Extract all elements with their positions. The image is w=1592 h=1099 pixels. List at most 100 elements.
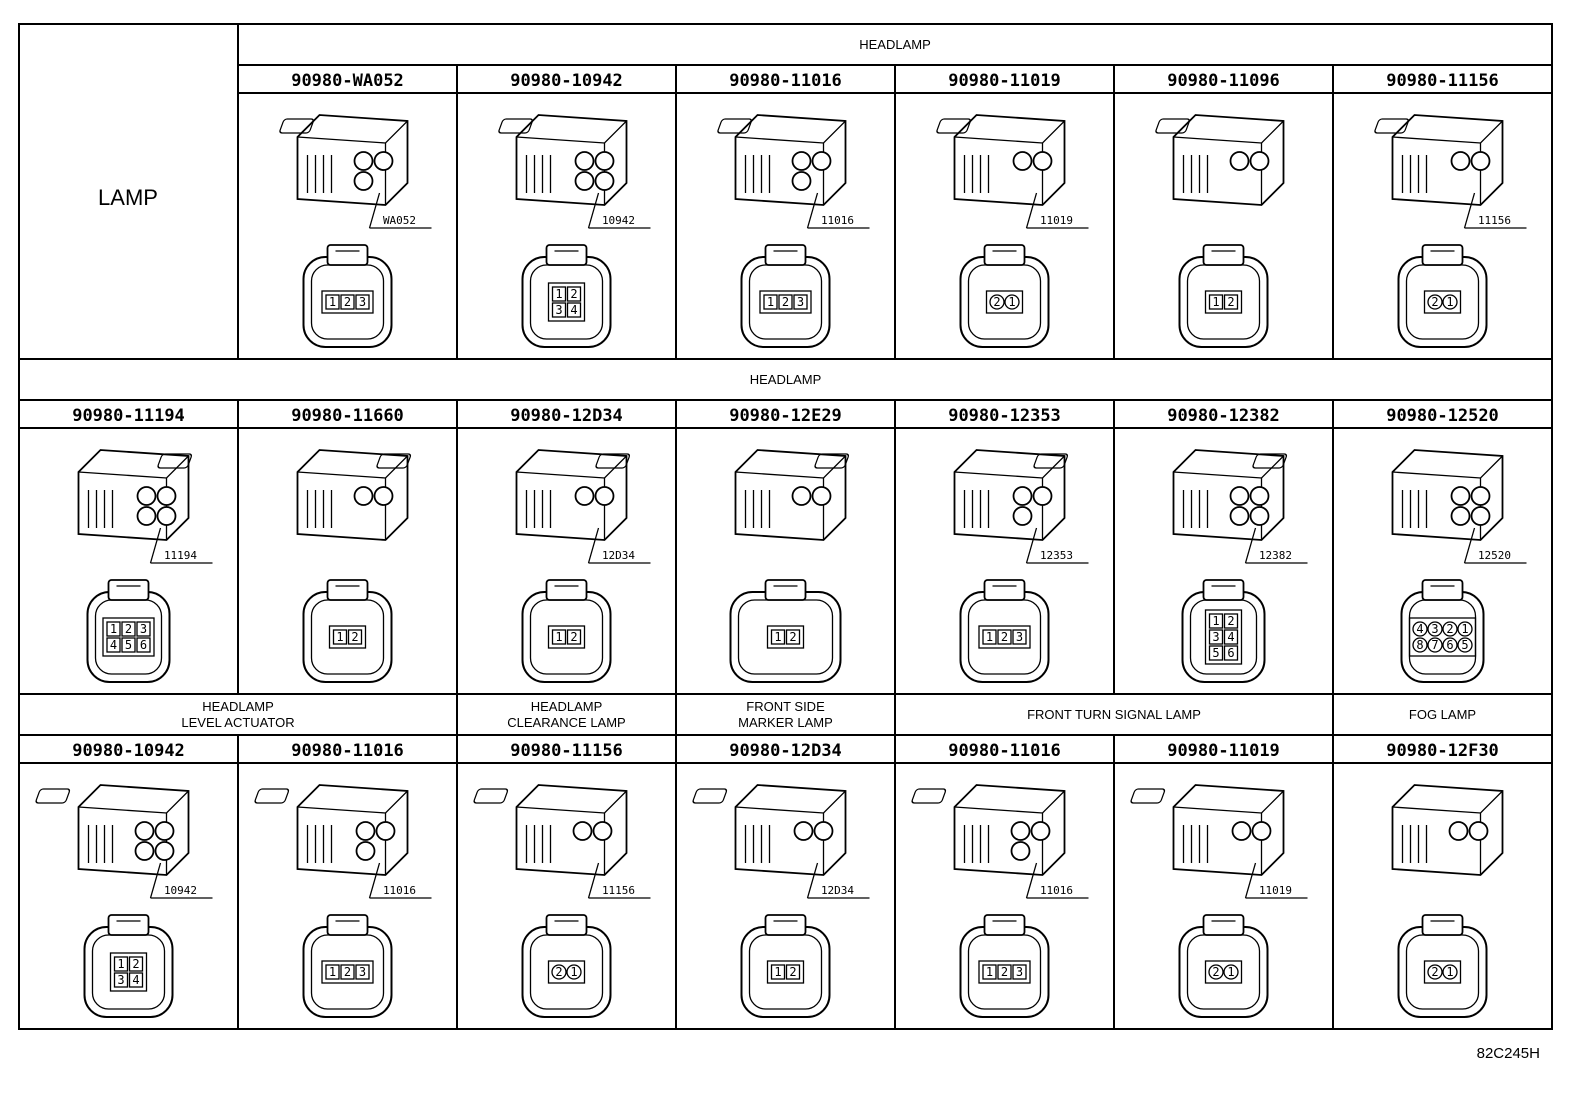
pin-number: 3: [140, 622, 147, 636]
group-header: HEADLAMP: [750, 372, 822, 387]
pin-number: 4: [132, 973, 139, 987]
connector-housing-view: 10942: [498, 114, 651, 229]
pin-number: 1: [774, 630, 781, 644]
pin-number: 3: [555, 303, 562, 317]
pin-number: 1: [1227, 965, 1234, 979]
part-number: 90980-WA052: [291, 71, 404, 91]
pin-number: 2: [351, 630, 358, 644]
pin-number: 1: [986, 630, 993, 644]
connector-housing-view: 10942: [77, 784, 213, 899]
group-header: FOG LAMP: [1409, 707, 1476, 722]
callout-label: 11016: [1040, 884, 1073, 897]
pin-number: 3: [1016, 630, 1023, 644]
pin-number: 3: [1016, 965, 1023, 979]
pin-number: 5: [1461, 638, 1468, 652]
pin-number: 7: [1431, 638, 1438, 652]
connector-housing-view: 11156: [1374, 114, 1527, 229]
part-number: 90980-11019: [948, 71, 1061, 91]
callout-label: 11019: [1259, 884, 1292, 897]
pin-number: 4: [570, 303, 577, 317]
pin-number: 2: [570, 287, 577, 301]
pin-number: 4: [1227, 630, 1234, 644]
part-number: 90980-10942: [510, 71, 623, 91]
pin-number: 1: [570, 965, 577, 979]
part-number: 90980-10942: [72, 741, 185, 761]
part-number: 90980-11156: [510, 741, 623, 761]
pin-number: 1: [1446, 965, 1453, 979]
pin-number: 2: [1446, 622, 1453, 636]
connector-housing-view: [157, 449, 409, 541]
pin-number: 1: [767, 295, 774, 309]
pin-number: 2: [789, 965, 796, 979]
connector-housing-view: 11019: [911, 784, 1308, 899]
pin-number: 2: [125, 622, 132, 636]
callout-label: 11016: [821, 214, 854, 227]
part-number: 90980-12D34: [510, 406, 623, 426]
pin-number: 8: [1416, 638, 1423, 652]
part-number: 90980-12353: [948, 406, 1061, 426]
pin-number: 1: [1461, 622, 1468, 636]
connector-housing-view: 11194: [77, 449, 213, 564]
table-labels: LAMP HEADLAMP 90980-WA052 90980-10942 90980-…: [72, 37, 1540, 1062]
callout-label: 12D34: [821, 884, 854, 897]
pin-number: 3: [797, 295, 804, 309]
pin-number: 3: [117, 973, 124, 987]
callout-label: 10942: [164, 884, 197, 897]
corner-label: LAMP: [98, 185, 158, 210]
pin-number: 2: [1227, 295, 1234, 309]
group-header: FRONT TURN SIGNAL LAMP: [1027, 707, 1201, 722]
pin-number: 2: [782, 295, 789, 309]
part-number: 90980-12382: [1167, 406, 1280, 426]
part-number: 90980-12F30: [1386, 741, 1499, 761]
connector-housing-view: [1130, 784, 1504, 876]
pin-number: 2: [132, 957, 139, 971]
pin-number: 1: [774, 965, 781, 979]
connector-housing-view: [1155, 114, 1285, 206]
connector-housing-view: 12382: [1033, 449, 1308, 564]
pin-number: 1: [1446, 295, 1453, 309]
part-number: 90980-11660: [291, 406, 404, 426]
pin-number: 1: [110, 622, 117, 636]
callout-label: 11019: [1040, 214, 1073, 227]
group-header: HEADLAMP: [859, 37, 931, 52]
pin-number: 1: [329, 295, 336, 309]
pin-number: 2: [344, 965, 351, 979]
part-number: 90980-12E29: [729, 406, 842, 426]
connector-housing-view: 11016: [35, 784, 432, 899]
part-number: 90980-12D34: [729, 741, 842, 761]
figure-code: 82C245H: [1477, 1045, 1540, 1062]
pin-number: 3: [1212, 630, 1219, 644]
callout-label: 12D34: [602, 549, 635, 562]
pin-number: 1: [329, 965, 336, 979]
part-number: 90980-11016: [729, 71, 842, 91]
part-number: 90980-11096: [1167, 71, 1280, 91]
part-number: 90980-11194: [72, 406, 185, 426]
pin-number: 5: [125, 638, 132, 652]
pin-number: 3: [359, 965, 366, 979]
